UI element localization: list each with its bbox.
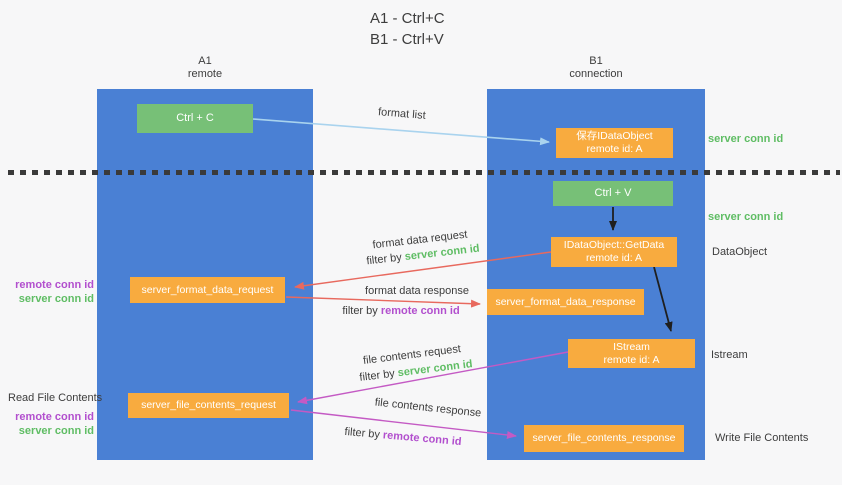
read-file-contents-annotation: Read File Contents <box>8 392 103 404</box>
getdata-node: IDataObject::GetData remote id: A <box>551 237 677 267</box>
save-idataobject-line2: remote id: A <box>586 143 643 155</box>
server-format-data-response-label: server_format_data_response <box>495 295 636 308</box>
getdata-line2: remote id: A <box>585 252 643 264</box>
format-data-response-label: format data response <box>365 285 469 297</box>
title-line-2: B1 - Ctrl+V <box>370 31 444 48</box>
write-file-contents-annotation: Write File Contents <box>715 432 809 444</box>
server-conn-id-annotation-left-2: server conn id <box>18 425 94 437</box>
ctrl-v-label: Ctrl + V <box>594 187 632 199</box>
lane-header-b1-name: B1 <box>589 55 603 67</box>
save-idataobject-line1: 保存IDataObject <box>576 130 653 142</box>
filter-by-remote-conn-id-label-2: filter by remote conn id <box>340 426 467 449</box>
remote-conn-id-text: remote conn id <box>380 305 460 317</box>
remote-conn-id-annotation-left-2: remote conn id <box>15 411 94 423</box>
filter-by-text: filter by <box>365 251 406 268</box>
ctrl-c-node: Ctrl + C <box>137 104 253 133</box>
server-format-data-request-label: server_format_data_request <box>141 283 274 296</box>
title-line-1: A1 - Ctrl+C <box>370 10 445 27</box>
istream-line2: remote id: A <box>603 353 660 366</box>
server-file-contents-response-node: server_file_contents_response <box>524 425 684 452</box>
format-list-label: format list <box>377 106 427 122</box>
lane-header-a1: A1 remote <box>97 55 313 81</box>
ctrl-v-node: Ctrl + V <box>553 181 673 206</box>
filter-by-remote-conn-id-label-1: filter by remote conn id <box>338 305 464 317</box>
filter-by-text: filter by <box>358 367 399 384</box>
server-file-contents-response-label: server_file_contents_response <box>532 432 676 444</box>
server-file-contents-request-node: server_file_contents_request <box>128 393 289 418</box>
remote-conn-id-text: remote conn id <box>382 429 462 449</box>
page-title: A1 - Ctrl+C B1 - Ctrl+V <box>370 8 445 50</box>
remote-conn-id-annotation-left-1: remote conn id <box>15 279 94 291</box>
dotted-separator-line <box>8 170 840 175</box>
lane-header-a1-role: remote <box>187 68 223 80</box>
dataobject-annotation: DataObject <box>712 246 768 258</box>
filter-by-text: filter by <box>342 305 381 317</box>
lane-header-b1-role: connection <box>569 68 623 80</box>
format-data-response-arrow <box>285 296 481 308</box>
save-idataobject-node: 保存IDataObject remote id: A <box>556 128 673 158</box>
server-conn-id-annotation-left-1: server conn id <box>18 293 94 305</box>
filter-by-text: filter by <box>344 425 384 442</box>
server-format-data-request-node: server_format_data_request <box>130 277 285 303</box>
ctrl-c-label: Ctrl + C <box>176 112 214 124</box>
server-file-contents-request-label: server_file_contents_request <box>141 399 276 411</box>
server-conn-id-annotation-mid: server conn id <box>708 211 784 223</box>
lane-header-b1: B1 connection <box>487 55 705 81</box>
server-conn-id-annotation-top: server conn id <box>708 133 784 145</box>
file-contents-response-label: file contents response <box>374 396 482 420</box>
lane-header-a1-name: A1 <box>198 55 212 67</box>
istream-line1: IStream <box>613 340 650 353</box>
istream-node: IStream remote id: A <box>568 339 695 368</box>
getdata-line1: IDataObject::GetData <box>563 239 665 251</box>
server-format-data-response-node: server_format_data_response <box>487 289 644 315</box>
istream-annotation: Istream <box>711 349 748 361</box>
